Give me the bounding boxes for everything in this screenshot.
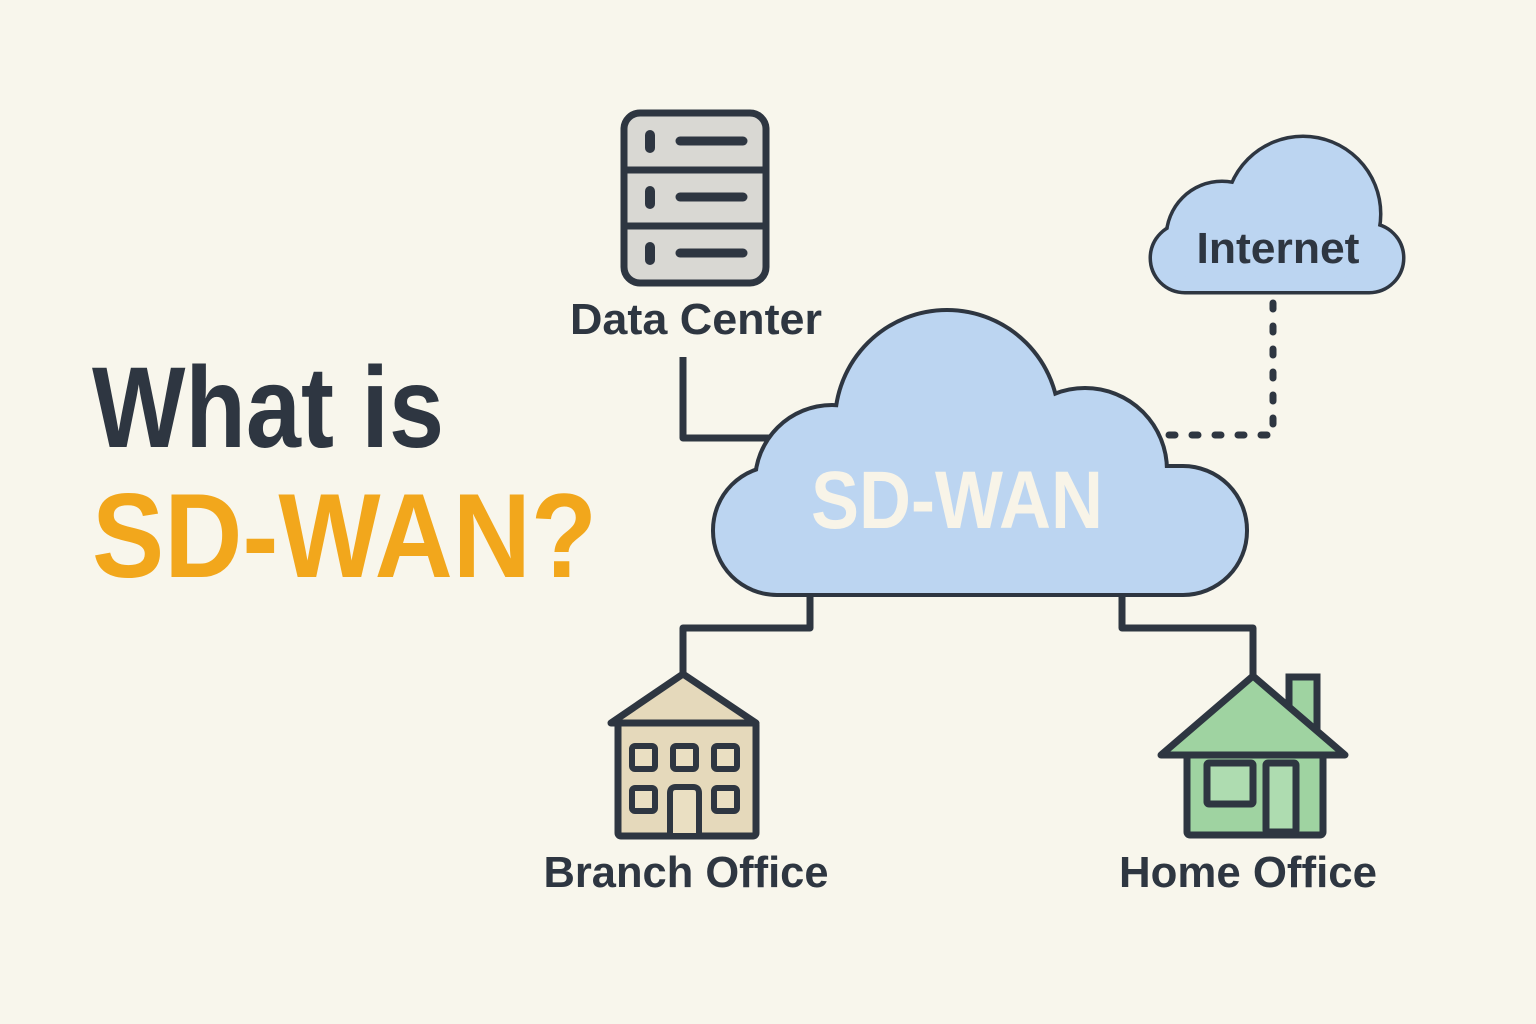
connector-sdwan-home-office (1118, 583, 1257, 681)
title-line1: What is (92, 344, 444, 472)
server-slot-bars (675, 136, 748, 258)
internet-cloud-fill (1152, 138, 1402, 291)
home-office-label: Home Office (1119, 848, 1377, 897)
branch-building-roof (607, 670, 760, 727)
sdwan-cloud-fill (715, 312, 1245, 593)
branch-office-label: Branch Office (544, 848, 829, 897)
branch-office-node: Branch Office (544, 670, 829, 897)
connector-internet-sdwan-dashed (1126, 299, 1277, 439)
branch-building-windows (629, 743, 740, 814)
data-center-node: Data Center (570, 109, 822, 344)
title: What is SD-WAN? (92, 344, 597, 603)
server-rack-dividers (624, 166, 766, 230)
connector-sdwan-branch-office (679, 583, 814, 681)
home-office-node: Home Office (1119, 672, 1377, 897)
sdwan-cloud-node: SD-WAN (711, 308, 1249, 597)
server-led-lights (645, 130, 655, 265)
connectors (679, 299, 1277, 681)
house-door (1262, 759, 1300, 836)
internet-cloud-label: Internet (1197, 224, 1360, 273)
internet-cloud-node: Internet (1148, 134, 1406, 295)
data-center-label: Data Center (570, 295, 822, 344)
branch-building-door (667, 784, 702, 833)
connector-datacenter-sdwan (679, 357, 800, 442)
title-line2: SD-WAN? (92, 469, 597, 603)
house-roof (1157, 672, 1349, 759)
house-window (1203, 759, 1257, 808)
sdwan-cloud-label: SD-WAN (811, 455, 1103, 546)
